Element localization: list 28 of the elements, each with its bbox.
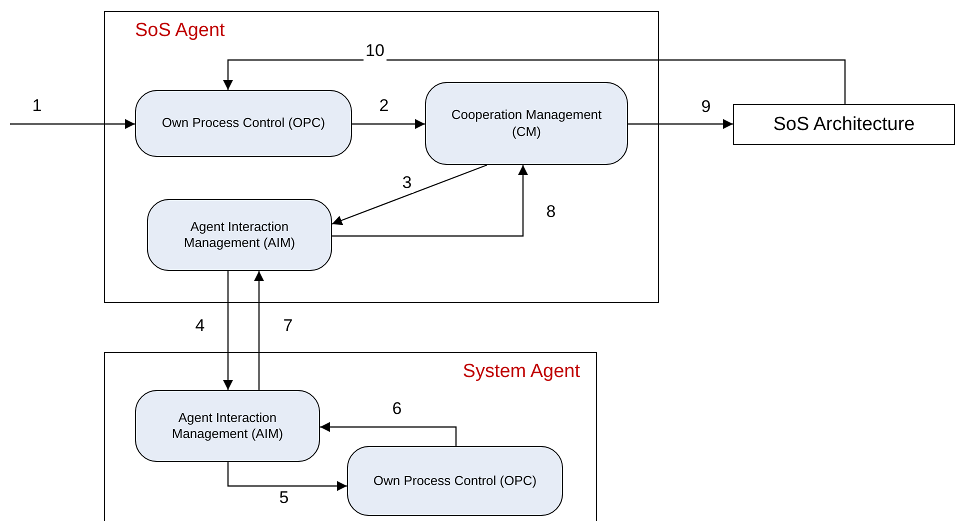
rounded-process-box <box>147 199 332 271</box>
arrow <box>628 119 733 129</box>
arrow <box>352 119 425 129</box>
group-title: System Agent <box>462 361 580 383</box>
arrow <box>227 462 347 491</box>
arrow <box>254 271 264 390</box>
group-title: SoS Agent <box>135 20 225 42</box>
edge-label: 3 <box>400 173 414 193</box>
node-label: Own Process Control (OPC) <box>162 115 326 132</box>
rounded-process-box <box>135 390 320 462</box>
rounded-process-box <box>347 446 563 516</box>
node-label: Agent Interaction Management (AIM) <box>182 218 296 252</box>
arrow <box>320 422 457 446</box>
arrow <box>223 59 846 104</box>
rounded-process-box <box>425 82 628 165</box>
edge-label: 10 <box>364 41 386 61</box>
node-label: SoS Architecture <box>773 112 915 136</box>
arrow <box>10 119 135 129</box>
group-frame <box>104 352 597 521</box>
node-label: Own Process Control (OPC) <box>373 472 537 490</box>
rounded-process-box <box>135 90 352 157</box>
node-label: Agent Interaction Management (AIM) <box>170 410 284 442</box>
process-box <box>733 104 955 145</box>
node-label: Cooperation Management (CM) <box>450 107 603 140</box>
arrow <box>332 164 488 226</box>
group-frame <box>104 11 659 303</box>
arrow <box>332 165 528 237</box>
arrow <box>223 271 233 390</box>
